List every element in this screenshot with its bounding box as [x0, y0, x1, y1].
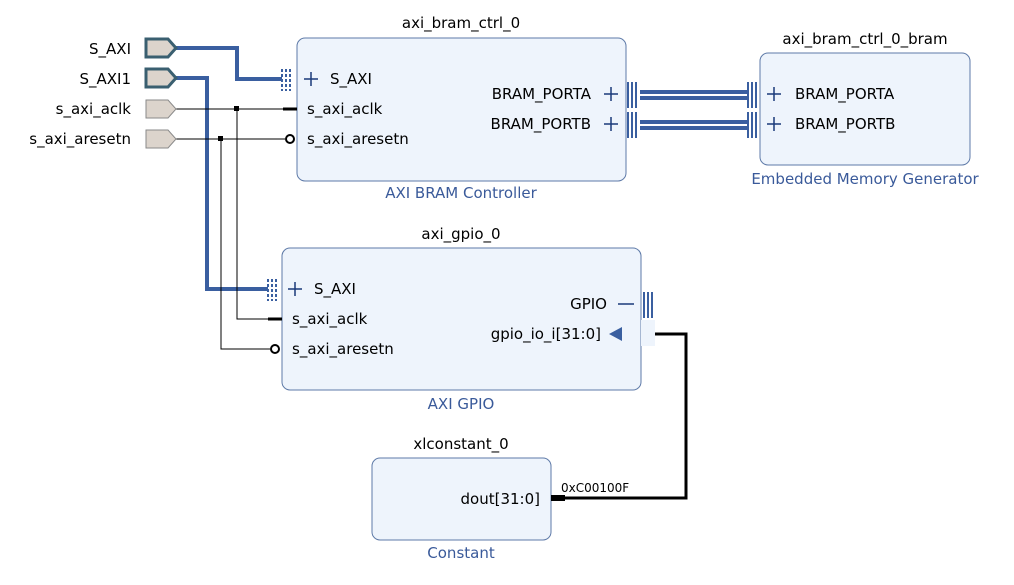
constant-value-label: 0xC00100F [561, 481, 629, 495]
net-bram-portb[interactable] [640, 120, 748, 130]
active-low-bubble-icon [285, 134, 295, 144]
output-pin-stub [551, 495, 565, 501]
block-axi-bram-ctrl-bram[interactable]: axi_bram_ctrl_0_bram Embedded Memory Gen… [747, 30, 980, 188]
pin-s-axi-aresetn[interactable]: s_axi_aresetn [285, 130, 409, 149]
port-s-axi-aresetn[interactable]: s_axi_aresetn [29, 129, 177, 149]
port-label: s_axi_aclk [56, 100, 132, 119]
bus-connector-icon [627, 82, 637, 108]
block-instance-name: axi_bram_ctrl_0 [402, 14, 520, 33]
pin-label: s_axi_aresetn [292, 340, 394, 359]
bus-connector-icon [627, 112, 637, 138]
block-axi-bram-ctrl[interactable]: axi_bram_ctrl_0 AXI BRAM Controller S_AX… [281, 14, 637, 202]
port-label: S_AXI [89, 40, 131, 59]
pin-dout[interactable]: dout[31:0] [461, 490, 565, 508]
block-instance-name: axi_gpio_0 [421, 225, 500, 244]
active-low-bubble-icon [270, 344, 280, 354]
block-instance-name: xlconstant_0 [413, 435, 508, 454]
expand-plus-icon[interactable] [604, 117, 618, 131]
pin-gpio[interactable]: GPIO [570, 292, 653, 318]
net-bram-porta[interactable] [640, 90, 748, 100]
expand-plus-icon[interactable] [288, 282, 302, 296]
expand-plus-icon[interactable] [304, 72, 318, 86]
block-type-name: AXI GPIO [428, 395, 495, 413]
pin-label: BRAM_PORTA [492, 85, 592, 104]
pin-label: S_AXI [314, 280, 356, 299]
pin-bram-porta[interactable]: BRAM_PORTA [492, 82, 637, 108]
pin-label: BRAM_PORTB [795, 115, 895, 134]
net-s-axi-aclk[interactable] [176, 108, 283, 320]
pin-label: s_axi_aclk [292, 310, 368, 329]
pin-s-axi-aclk[interactable]: s_axi_aclk [283, 100, 383, 119]
pin-bram-portb[interactable]: BRAM_PORTB [491, 112, 637, 138]
block-type-name: Constant [427, 544, 495, 562]
pin-s-axi-aclk[interactable]: s_axi_aclk [268, 310, 368, 329]
port-label: s_axi_aresetn [29, 130, 131, 149]
net-xlconstant-dout[interactable] [565, 332, 688, 500]
block-type-name: Embedded Memory Generator [751, 170, 979, 188]
pin-label: GPIO [570, 295, 607, 313]
block-axi-gpio[interactable]: axi_gpio_0 AXI GPIO S_AXI s_axi_aclk s_a… [267, 225, 655, 413]
junction-aclk [234, 106, 239, 111]
bus-connector-icon [643, 292, 653, 318]
pin-label: BRAM_PORTB [491, 115, 591, 134]
pin-label: S_AXI [330, 70, 372, 89]
pin-label: dout[31:0] [461, 490, 540, 508]
input-arrow-icon [609, 327, 622, 341]
pin-s-axi-interface[interactable]: S_AXI [267, 279, 356, 301]
pin-label: BRAM_PORTA [795, 85, 895, 104]
pin-gpio-io-i[interactable]: gpio_io_i[31:0] [491, 320, 655, 346]
port-s-axi-aclk[interactable]: s_axi_aclk [56, 99, 177, 119]
expand-plus-icon[interactable] [767, 117, 781, 131]
expand-plus-icon[interactable] [604, 87, 618, 101]
block-xlconstant[interactable]: xlconstant_0 Constant dout[31:0] 0xC0010… [371, 435, 629, 562]
pin-label: s_axi_aclk [307, 100, 383, 119]
pin-label: gpio_io_i[31:0] [491, 325, 601, 344]
pin-s-axi-aresetn[interactable]: s_axi_aresetn [270, 340, 394, 359]
port-label: S_AXI1 [79, 70, 131, 89]
expand-plus-icon[interactable] [767, 87, 781, 101]
block-type-name: AXI BRAM Controller [385, 184, 537, 202]
bus-connector-icon [747, 82, 757, 108]
net-s-axi-aresetn[interactable] [176, 138, 285, 350]
junction-aresetn [218, 136, 223, 141]
port-s-axi1[interactable]: S_AXI1 [79, 67, 179, 89]
pin-bram-porta[interactable]: BRAM_PORTA [747, 82, 895, 108]
pin-bram-portb[interactable]: BRAM_PORTB [747, 112, 895, 138]
net-s-axi[interactable] [176, 46, 282, 81]
block-instance-name: axi_bram_ctrl_0_bram [782, 30, 947, 49]
net-s-axi1[interactable] [176, 76, 268, 291]
bus-connector-icon [747, 112, 757, 138]
port-s-axi[interactable]: S_AXI [89, 37, 179, 59]
pin-s-axi-interface[interactable]: S_AXI [281, 69, 372, 91]
pin-label: s_axi_aresetn [307, 130, 409, 149]
